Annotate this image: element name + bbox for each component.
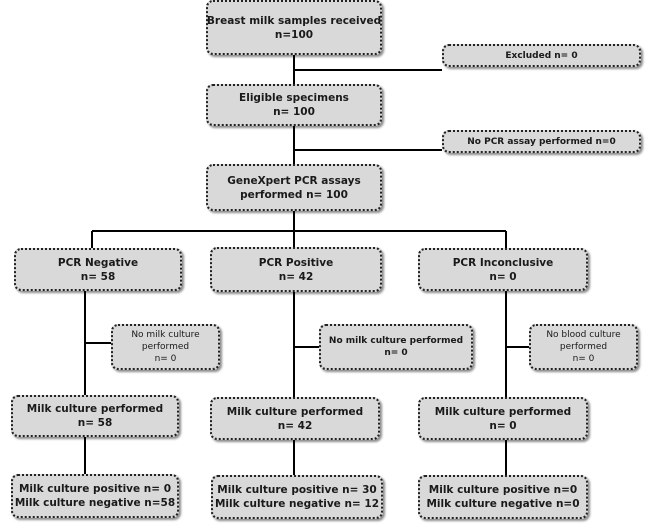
box-text: n= 58 — [80, 270, 116, 283]
box-text: performed — [141, 342, 190, 352]
box-text: n= 58 — [77, 417, 113, 429]
box-pcr-positive: PCR Positive n= 42 — [210, 247, 382, 292]
box-text: Excluded n= 0 — [505, 50, 578, 61]
box-negative-culture: Milk culture performed n= 58 — [11, 395, 179, 437]
box-inconclusive-culture: Milk culture performed n= 0 — [418, 397, 588, 440]
box-samples-received: Breast milk samples received n=100 — [206, 0, 382, 55]
box-text: n= 0 — [489, 270, 517, 283]
box-text: No milk culture performed — [328, 336, 464, 346]
box-text: n= 0 — [154, 354, 177, 364]
box-text: GeneXpert PCR assays — [227, 174, 361, 187]
box-text: n= 42 — [278, 270, 314, 283]
box-text: PCR Negative — [57, 256, 139, 269]
box-text: n=100 — [274, 28, 314, 41]
box-text: n= 0 — [572, 354, 595, 364]
box-text: Milk culture negative n= 12 — [214, 498, 379, 510]
box-text: No blood culture — [546, 330, 621, 340]
box-negative-no-culture: No milk culture performed n= 0 — [111, 324, 220, 370]
box-positive-no-culture: No milk culture performed n= 0 — [319, 324, 473, 370]
box-text: Milk culture positive n= 0 — [18, 483, 172, 495]
box-genexpert-pcr: GeneXpert PCR assays performed n= 100 — [206, 164, 382, 211]
box-pcr-inconclusive: PCR Inconclusive n= 0 — [418, 248, 588, 291]
box-text: performed — [559, 342, 608, 352]
box-text: PCR Inconclusive — [452, 256, 554, 269]
box-positive-culture: Milk culture performed n= 42 — [210, 397, 380, 440]
box-no-pcr: No PCR assay performed n=0 — [442, 130, 641, 153]
box-text: Milk culture negative n=58 — [14, 497, 176, 509]
box-pcr-negative: PCR Negative n= 58 — [14, 248, 182, 291]
box-text: No PCR assay performed n=0 — [467, 136, 616, 147]
box-inconclusive-outcome: Milk culture positive n=0 Milk culture n… — [418, 475, 588, 519]
box-text: n= 0 — [489, 419, 517, 432]
box-text: Milk culture positive n= 30 — [217, 484, 377, 496]
box-text: Milk culture negative n=0 — [426, 498, 580, 510]
box-text: Breast milk samples received — [206, 14, 382, 27]
box-text: n= 100 — [273, 106, 315, 118]
box-inconclusive-no-culture: No blood culture performed n= 0 — [529, 324, 638, 370]
box-text: Milk culture performed — [226, 405, 364, 418]
box-excluded: Excluded n= 0 — [442, 44, 641, 67]
box-eligible-specimens: Eligible specimens n= 100 — [206, 84, 382, 126]
box-text: Milk culture performed — [434, 405, 572, 418]
box-text: No milk culture — [131, 330, 200, 340]
box-text: n= 0 — [384, 348, 408, 358]
box-text: PCR Positive — [258, 256, 334, 269]
box-text: performed n= 100 — [240, 188, 348, 201]
box-positive-outcome: Milk culture positive n= 30 Milk culture… — [211, 475, 383, 519]
box-negative-outcome: Milk culture positive n= 0 Milk culture … — [11, 474, 179, 518]
box-text: Milk culture performed — [26, 403, 164, 415]
box-text: n= 42 — [277, 419, 313, 432]
box-text: Eligible specimens — [239, 92, 349, 104]
box-text: Milk culture positive n=0 — [428, 484, 578, 496]
